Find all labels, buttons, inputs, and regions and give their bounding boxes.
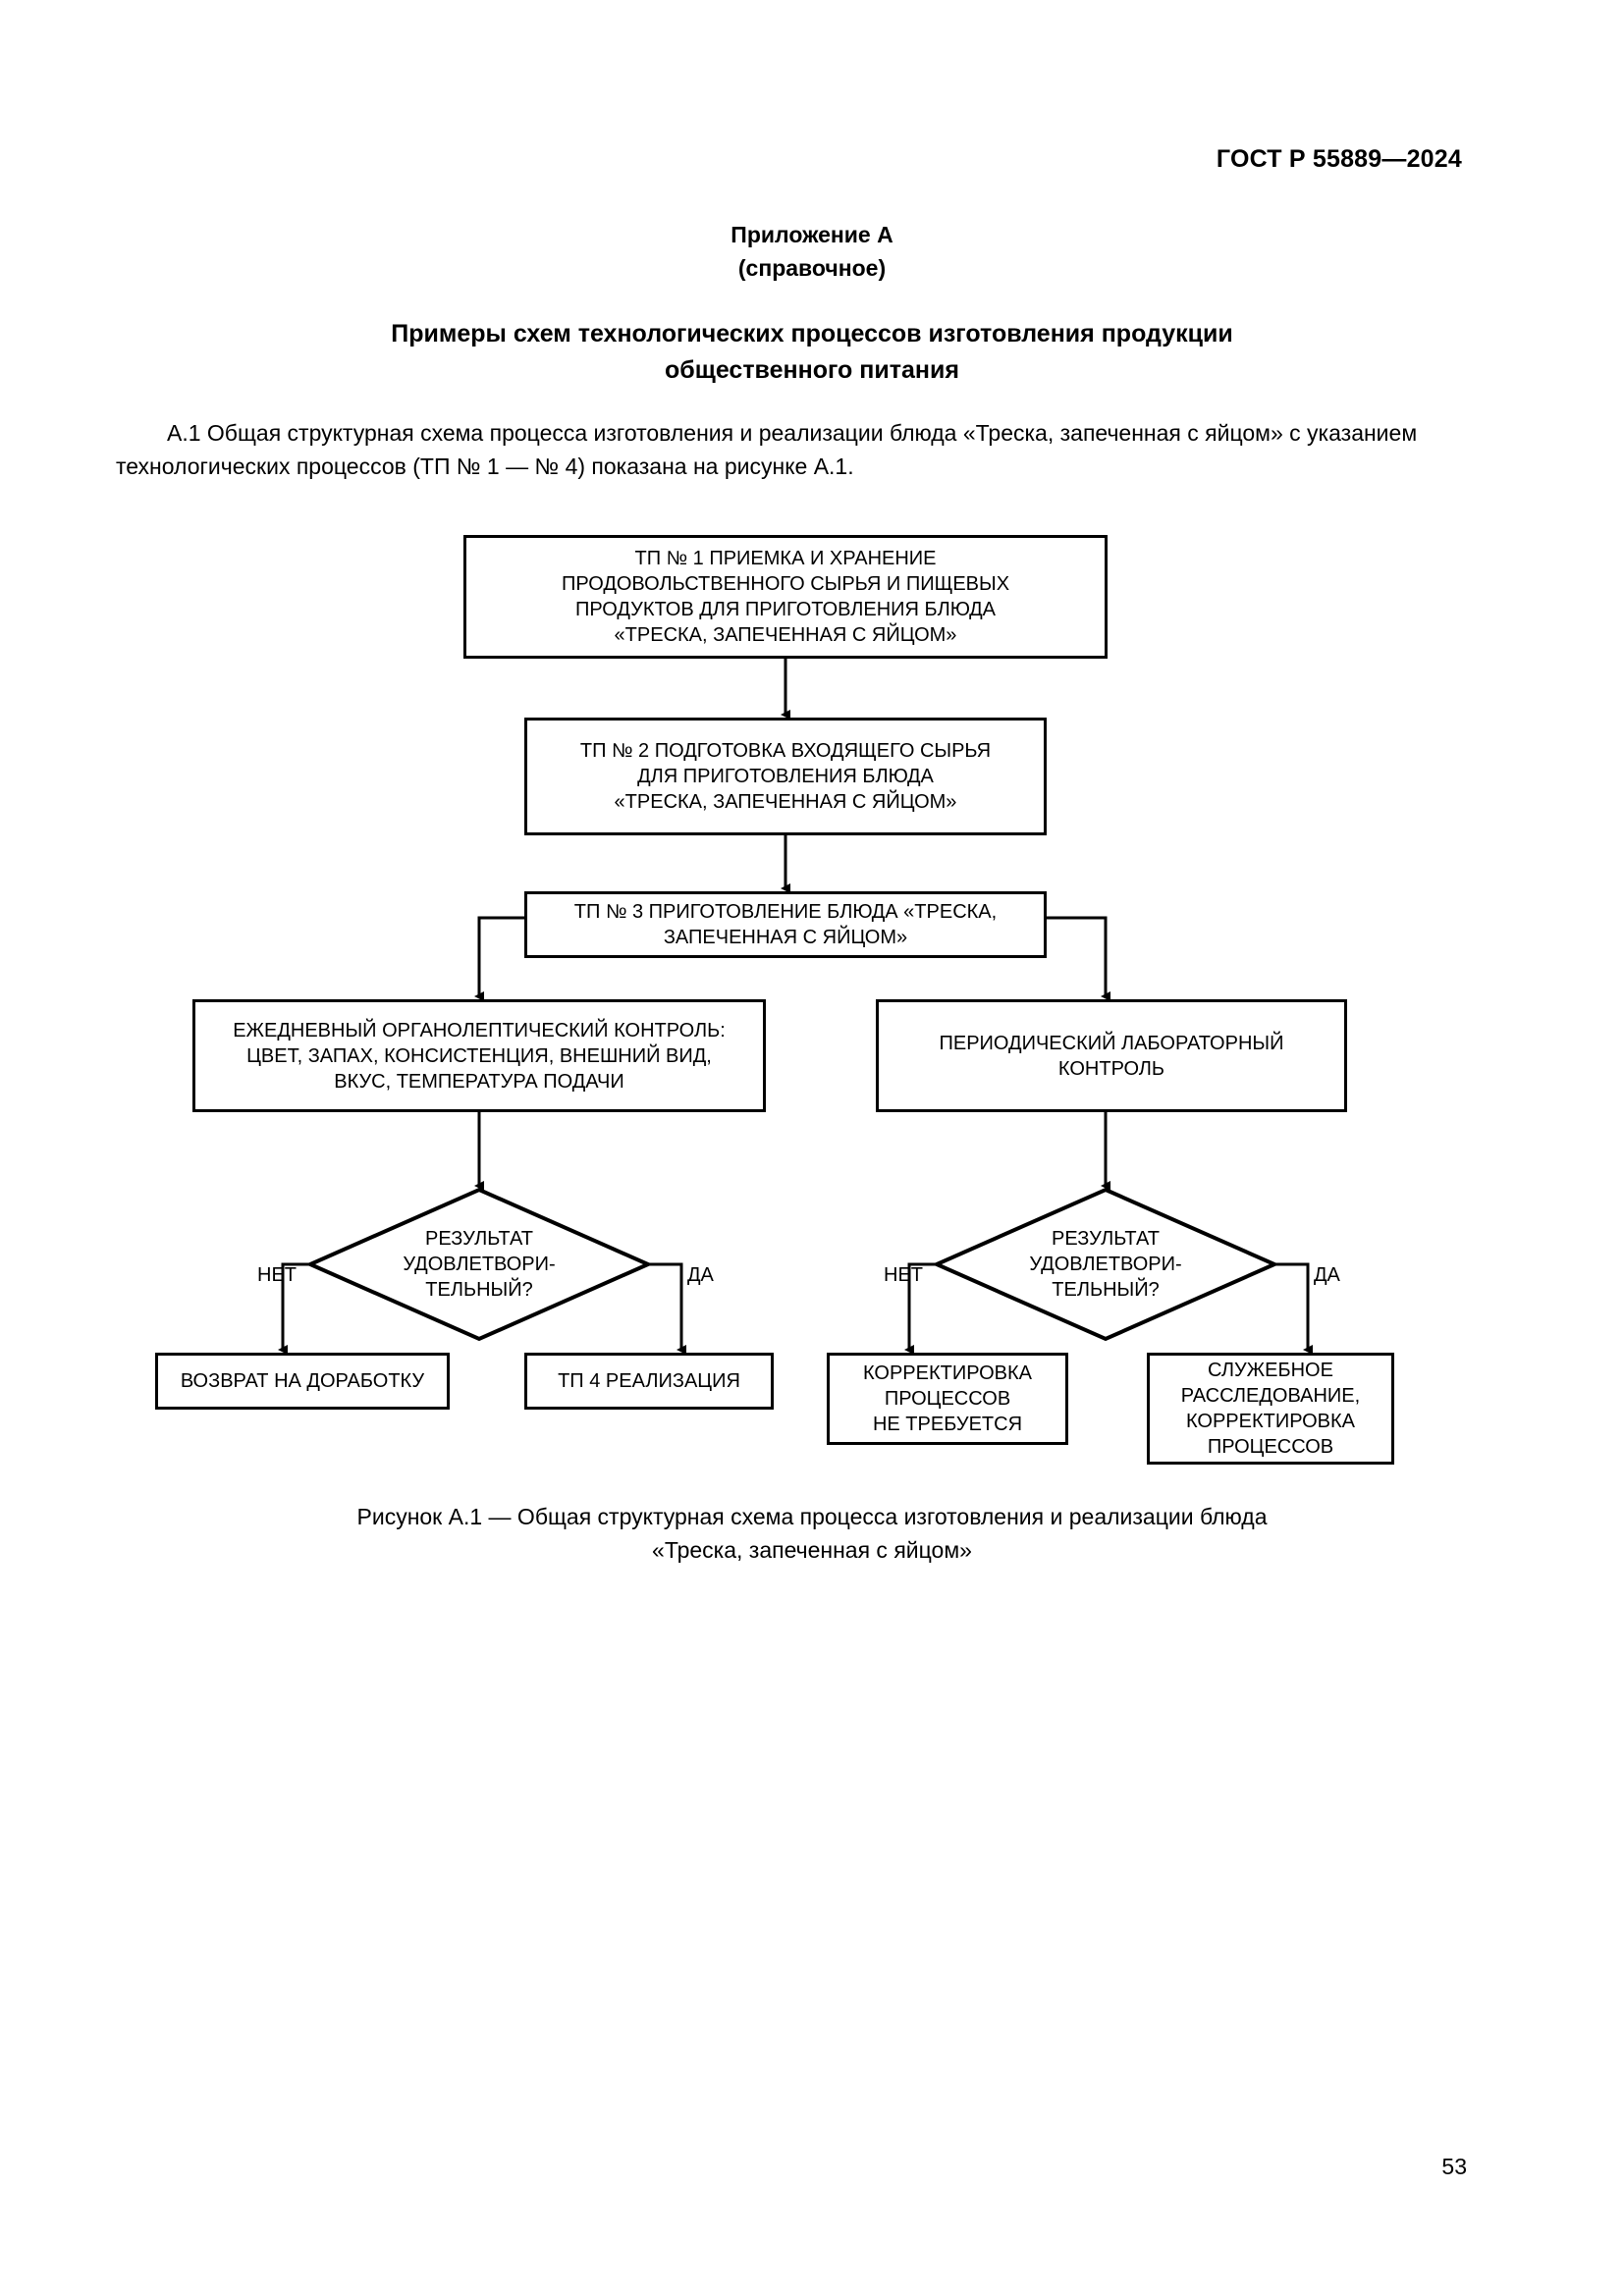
edge-label-right-no: НЕТ — [884, 1264, 923, 1286]
appendix-title-line-2: общественного питания — [665, 356, 959, 384]
flow-decision-right-text: РЕЗУЛЬТАТ УДОВЛЕТВОРИ- ТЕЛЬНЫЙ? — [1029, 1228, 1182, 1301]
flow-decision-left-text: РЕЗУЛЬТАТ УДОВЛЕТВОРИ- ТЕЛЬНЫЙ? — [403, 1228, 556, 1301]
flow-decision-left: РЕЗУЛЬТАТ УДОВЛЕТВОРИ- ТЕЛЬНЫЙ? — [310, 1190, 648, 1339]
flow-node-tp2-text: ТП № 2 ПОДГОТОВКА ВХОДЯЩЕГО СЫРЬЯ ДЛЯ ПР… — [579, 740, 992, 813]
edge-label-left-no: НЕТ — [257, 1264, 297, 1286]
intro-paragraph: А.1 Общая структурная схема процесса изг… — [116, 416, 1510, 483]
flow-node-no-correction-needed: КОРРЕКТИРОВКА ПРОЦЕССОВ НЕ ТРЕБУЕТСЯ — [827, 1353, 1068, 1445]
flow-node-periodic-lab-control: ПЕРИОДИЧЕСКИЙ ЛАБОРАТОРНЫЙ КОНТРОЛЬ — [876, 999, 1347, 1112]
flow-node-tp1-text: ТП № 1 ПРИЕМКА И ХРАНЕНИЕ ПРОДОВОЛЬСТВЕН… — [561, 548, 1010, 646]
figure-caption-line-2: «Треска, запеченная с яйцом» — [652, 1537, 972, 1563]
flow-decision-right: РЕЗУЛЬТАТ УДОВЛЕТВОРИ- ТЕЛЬНЫЙ? — [937, 1190, 1274, 1339]
appendix-heading-block: Приложение А (справочное) — [0, 218, 1624, 285]
flow-node-periodic-lab-control-text: ПЕРИОДИЧЕСКИЙ ЛАБОРАТОРНЫЙ КОНТРОЛЬ — [939, 1032, 1284, 1080]
edge-label-left-yes: ДА — [687, 1264, 714, 1286]
appendix-title-line-1: Примеры схем технологических процессов и… — [391, 320, 1233, 347]
intro-line-2: указанием технологических процессов (ТП … — [116, 420, 1418, 479]
page-number: 53 — [1441, 2154, 1467, 2179]
flow-node-daily-organoleptic-control-text: ЕЖЕДНЕВНЫЙ ОРГАНОЛЕПТИЧЕСКИЙ КОНТРОЛЬ: Ц… — [233, 1019, 726, 1093]
flow-node-tp4-sale-text: ТП 4 РЕАЛИЗАЦИЯ — [558, 1370, 740, 1392]
flow-node-internal-investigation: СЛУЖЕБНОЕ РАССЛЕДОВАНИЕ, КОРРЕКТИРОВКА П… — [1147, 1353, 1394, 1465]
flow-node-tp3: ТП № 3 ПРИГОТОВЛЕНИЕ БЛЮДА «ТРЕСКА, ЗАПЕ… — [524, 891, 1047, 958]
edge-label-right-yes: ДА — [1314, 1264, 1340, 1286]
flow-node-return-for-rework-text: ВОЗВРАТ НА ДОРАБОТКУ — [180, 1370, 425, 1392]
appendix-kind: (справочное) — [737, 255, 887, 281]
flow-node-return-for-rework: ВОЗВРАТ НА ДОРАБОТКУ — [155, 1353, 450, 1410]
flow-node-tp4-sale: ТП 4 РЕАЛИЗАЦИЯ — [524, 1353, 774, 1410]
appendix-label: Приложение А — [731, 222, 893, 247]
flow-node-tp1: ТП № 1 ПРИЕМКА И ХРАНЕНИЕ ПРОДОВОЛЬСТВЕН… — [463, 535, 1108, 659]
document-header-standard-number: ГОСТ Р 55889—2024 — [1216, 145, 1462, 173]
figure-caption-line-1: Рисунок А.1 — Общая структурная схема пр… — [356, 1504, 1268, 1529]
flow-node-no-correction-needed-text: КОРРЕКТИРОВКА ПРОЦЕССОВ НЕ ТРЕБУЕТСЯ — [862, 1362, 1033, 1435]
appendix-title: Примеры схем технологических процессов и… — [0, 316, 1624, 389]
flow-node-tp2: ТП № 2 ПОДГОТОВКА ВХОДЯЩЕГО СЫРЬЯ ДЛЯ ПР… — [524, 718, 1047, 835]
figure-caption: Рисунок А.1 — Общая структурная схема пр… — [0, 1500, 1624, 1567]
flow-node-internal-investigation-text: СЛУЖЕБНОЕ РАССЛЕДОВАНИЕ, КОРРЕКТИРОВКА П… — [1180, 1360, 1361, 1458]
flow-node-daily-organoleptic-control: ЕЖЕДНЕВНЫЙ ОРГАНОЛЕПТИЧЕСКИЙ КОНТРОЛЬ: Ц… — [192, 999, 766, 1112]
intro-line-1: А.1 Общая структурная схема процесса изг… — [167, 420, 1301, 446]
flow-node-tp3-text: ТП № 3 ПРИГОТОВЛЕНИЕ БЛЮДА «ТРЕСКА, ЗАПЕ… — [573, 901, 998, 948]
